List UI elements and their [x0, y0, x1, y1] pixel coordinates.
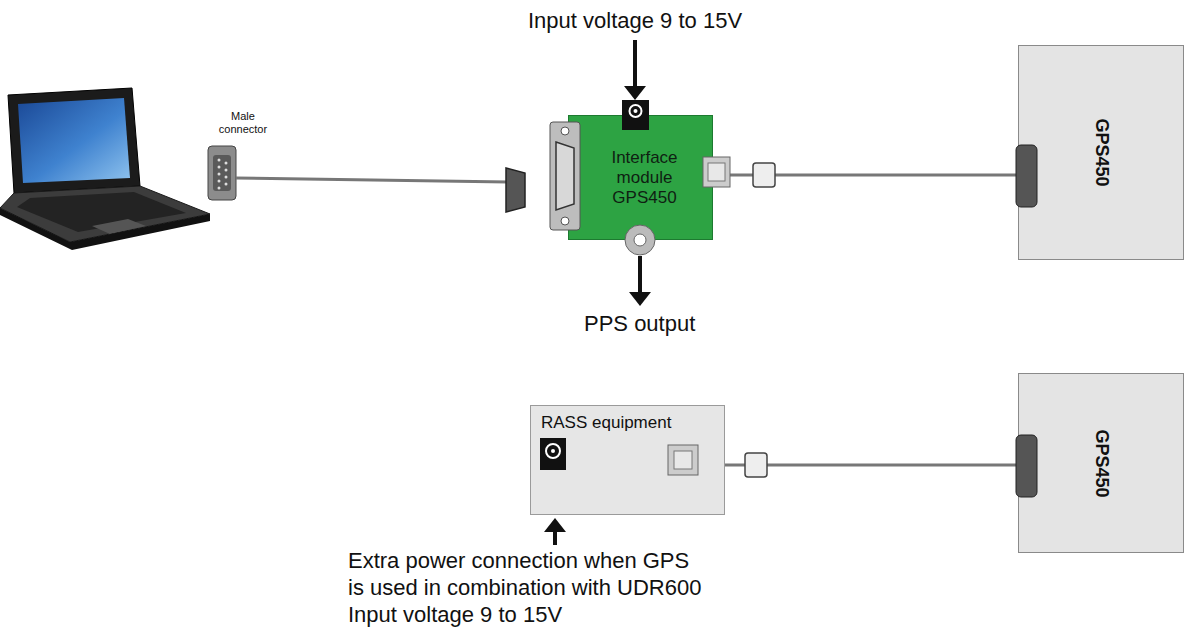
annotation: Input voltage 9 to 15V [528, 8, 742, 34]
arrow-head [629, 292, 651, 306]
extra-power-arrow [544, 518, 566, 545]
annotation: PPS output [584, 311, 695, 337]
node-title: Interface module GPS450 [601, 148, 688, 208]
rj45-socket [703, 157, 730, 187]
db9-male-connector [208, 146, 236, 200]
node-title: GPS450 [1090, 118, 1111, 186]
screw-hole [561, 217, 569, 225]
interface-board: Interface module GPS450 [568, 115, 713, 240]
laptop [0, 88, 210, 250]
screw-hole [561, 127, 569, 135]
rj45-plug [745, 453, 767, 477]
socket-opening [708, 163, 725, 181]
gps-receiver: GPS450 [1018, 45, 1184, 260]
cable [725, 464, 1018, 467]
laptop-screen [18, 98, 130, 183]
socket-body [703, 157, 730, 187]
gps-receiver: GPS450 [1018, 373, 1184, 553]
arrow-shaft [638, 256, 642, 294]
arrow-head [624, 86, 646, 100]
connector-pins [218, 159, 228, 190]
jack-ring [630, 105, 642, 117]
rj45-plug [753, 163, 775, 187]
annotation: Extra power connection when GPS is used … [348, 547, 706, 628]
laptop-base [0, 186, 210, 242]
connector-shell [208, 146, 236, 200]
connector-label: Male connector [212, 110, 274, 136]
dc-jack [540, 438, 566, 470]
arrow-head [544, 518, 566, 532]
connector-face [213, 155, 231, 191]
rass-equipment: RASS equipment [530, 405, 725, 515]
db25-cable-plug [506, 168, 525, 212]
gps-cable-connector [1016, 435, 1037, 497]
arrow-shaft [553, 530, 557, 545]
pps-arrow [629, 256, 651, 306]
gps-cable-connector [1016, 145, 1037, 207]
bnc-center [634, 234, 646, 246]
db25-socket [550, 122, 580, 230]
jack-pin [551, 449, 555, 453]
jack-pin [634, 109, 638, 113]
dc-jack [622, 100, 649, 130]
bnc-body [625, 225, 655, 255]
power-arrow [624, 40, 646, 100]
rj45-socket [668, 445, 698, 475]
socket-opening [674, 451, 692, 469]
socket-shell [556, 142, 574, 210]
arrow-shaft [633, 40, 637, 88]
jack-ring [546, 444, 560, 458]
jack-body [622, 100, 649, 130]
socket-body [668, 445, 698, 475]
laptop-front-edge [0, 208, 210, 250]
bnc-socket [625, 225, 655, 255]
node-title: RASS equipment [541, 413, 714, 433]
socket-plate [550, 122, 580, 230]
node-title: GPS450 [1090, 429, 1111, 497]
laptop-lid [8, 88, 140, 193]
serial-cable [236, 178, 508, 182]
jack-body [540, 438, 566, 470]
